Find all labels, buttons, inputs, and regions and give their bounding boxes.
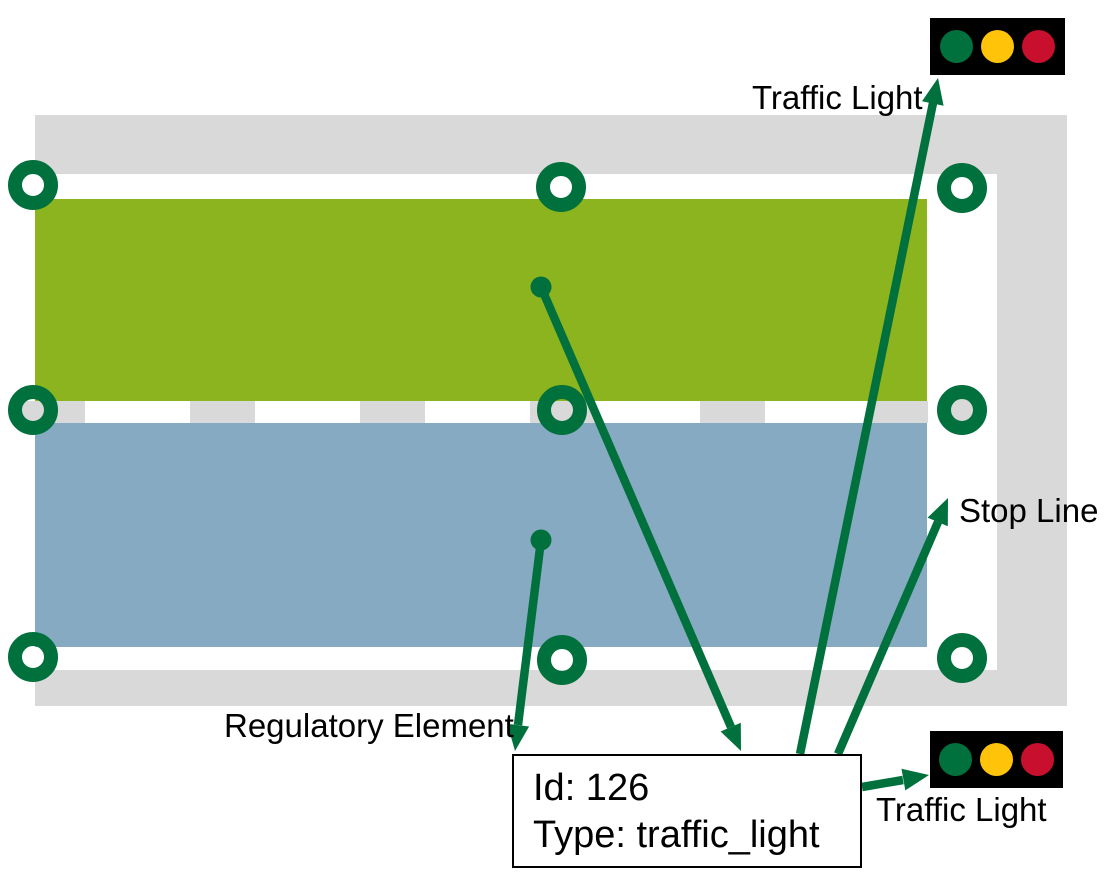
red-bulb-icon	[1022, 30, 1055, 63]
regulatory-ref-dot-icon	[530, 529, 552, 551]
green-bulb-icon	[940, 30, 973, 63]
arrowhead-to-stop-line	[927, 498, 948, 527]
info-box-type-text: Type: traffic_light	[533, 814, 820, 856]
boundary-node-ring-icon	[537, 635, 587, 685]
regulatory-element-label: Regulatory Element	[224, 707, 514, 744]
boundary-node-ring-icon	[937, 633, 987, 683]
regulatory-element-info-box: Id: 126 Type: traffic_light	[512, 754, 862, 868]
traffic-light-bottom-label: Traffic Light	[876, 791, 1047, 828]
boundary-node-ring-icon	[537, 385, 587, 435]
stop-line-label: Stop Line	[959, 492, 1099, 529]
traffic-light-icon	[930, 731, 1063, 788]
arrowhead-to-bottom-traffic-light	[901, 768, 929, 791]
line-box-to-stop-line	[834, 520, 942, 756]
boundary-node-ring-icon	[937, 385, 987, 435]
boundary-node-ring-icon	[8, 385, 58, 435]
line-box-to-top-traffic-light	[795, 102, 938, 755]
regulatory-ref-dot-icon	[530, 276, 552, 298]
traffic-light-top-label: Traffic Light	[752, 79, 923, 116]
lane-forward-green	[35, 199, 927, 401]
green-bulb-icon	[939, 743, 972, 776]
arrowhead-into-box-left	[720, 722, 741, 751]
info-box-id-text: Id: 126	[533, 767, 650, 809]
boundary-node-ring-icon	[536, 162, 586, 212]
yellow-bulb-icon	[981, 30, 1014, 63]
arrowhead-into-box-topleft	[507, 723, 530, 751]
road-border-right	[997, 115, 1067, 706]
boundary-node-ring-icon	[937, 163, 987, 213]
boundary-node-ring-icon	[8, 160, 58, 210]
red-bulb-icon	[1021, 743, 1054, 776]
line-green-dot-to-box	[537, 285, 735, 729]
line-blue-dot-to-box	[513, 539, 546, 726]
arrowhead-to-top-traffic-light	[922, 78, 944, 106]
lane-backward-blue	[35, 423, 927, 647]
line-box-to-bottom-traffic-light	[861, 775, 904, 792]
traffic-light-icon	[930, 18, 1065, 75]
yellow-bulb-icon	[980, 743, 1013, 776]
boundary-node-ring-icon	[8, 632, 58, 682]
